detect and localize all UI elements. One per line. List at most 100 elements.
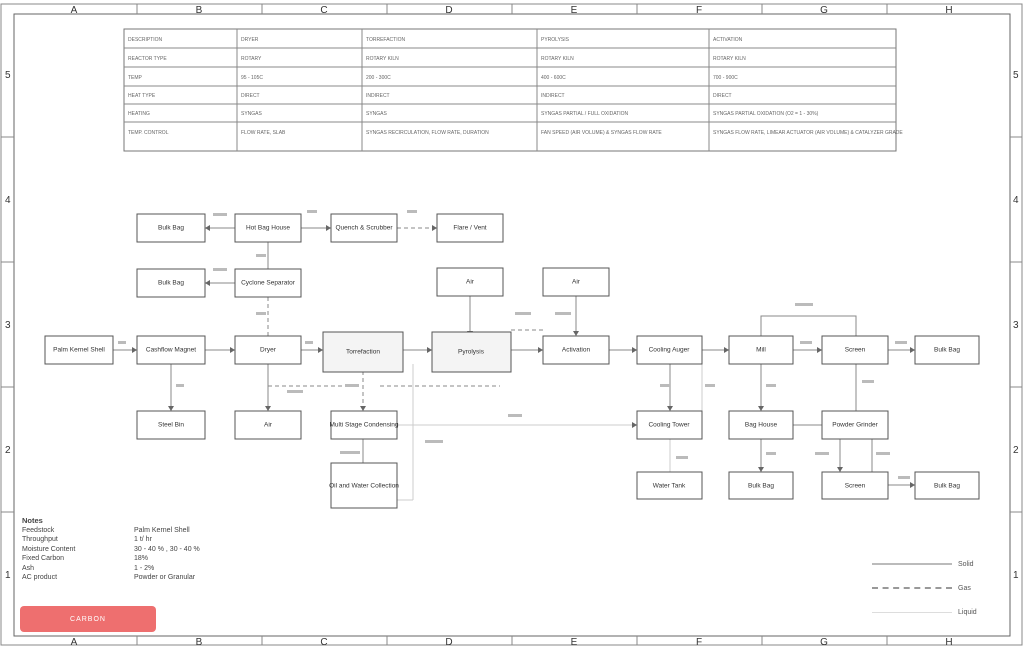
svg-text:Screen: Screen bbox=[845, 347, 866, 354]
table-cell: HEATING bbox=[128, 111, 150, 117]
svg-text:Cooling Tower: Cooling Tower bbox=[648, 422, 690, 429]
col-label-top: F bbox=[696, 5, 702, 16]
svg-text:Torrefaction: Torrefaction bbox=[346, 349, 380, 356]
svg-text:Activation: Activation bbox=[562, 347, 591, 354]
row-label-left: 2 bbox=[5, 445, 11, 456]
col-label-bottom: E bbox=[571, 637, 578, 648]
table-header: ACTIVATION bbox=[713, 37, 743, 43]
table-cell: INDIRECT bbox=[541, 93, 565, 99]
node-bulk-bag: Bulk Bag bbox=[914, 471, 980, 500]
table-cell: FLOW RATE, SLAB bbox=[241, 130, 286, 136]
col-label-top: C bbox=[320, 5, 327, 16]
node-bag-house: Bag House bbox=[728, 410, 794, 440]
node-cyclone-separator: Cyclone Separator bbox=[234, 268, 302, 298]
node-palm-kernel-shell: Palm Kernel Shell bbox=[44, 335, 114, 365]
row-label-left: 4 bbox=[5, 195, 11, 206]
svg-text:Dryer: Dryer bbox=[260, 347, 277, 354]
node-hot-bag-house: Hot Bag House bbox=[234, 213, 302, 243]
svg-text:Palm Kernel Shell: Palm Kernel Shell bbox=[53, 347, 105, 354]
table-cell: SYNGAS RECIRCULATION, FLOW RATE, DURATIO… bbox=[366, 130, 489, 136]
table-cell: INDIRECT bbox=[366, 93, 390, 99]
row-label-right: 5 bbox=[1013, 70, 1019, 81]
table-cell: HEAT TYPE bbox=[128, 93, 156, 99]
node-air: Air bbox=[542, 267, 610, 297]
col-label-top: A bbox=[71, 5, 78, 16]
svg-text:Steel Bin: Steel Bin bbox=[158, 422, 184, 429]
node-bulk-bag: Bulk Bag bbox=[136, 268, 206, 298]
legend-item-gas: Gas bbox=[872, 576, 1002, 600]
svg-text:Bulk Bag: Bulk Bag bbox=[748, 483, 774, 490]
row-label-left: 3 bbox=[5, 320, 11, 331]
col-label-bottom: B bbox=[196, 637, 203, 648]
node-cooling-auger: Cooling Auger bbox=[636, 335, 703, 365]
node-powder-grinder: Powder Grinder bbox=[821, 410, 889, 440]
legend-item-liquid: Liquid bbox=[872, 600, 1002, 624]
svg-text:Bulk Bag: Bulk Bag bbox=[158, 280, 184, 287]
svg-text:Cyclone Separator: Cyclone Separator bbox=[241, 280, 296, 287]
node-quench-scrubber: Quench & Scrubber bbox=[330, 213, 398, 243]
table-cell: DIRECT bbox=[713, 93, 732, 99]
svg-text:Multi Stage Condensing: Multi Stage Condensing bbox=[329, 422, 398, 429]
table-header: DRYER bbox=[241, 37, 259, 43]
svg-text:Flare / Vent: Flare / Vent bbox=[453, 225, 486, 232]
col-label-bottom: D bbox=[445, 637, 452, 648]
svg-text:Quench & Scrubber: Quench & Scrubber bbox=[335, 225, 393, 232]
table-cell: ROTARY KILN bbox=[366, 56, 399, 62]
col-label-bottom: H bbox=[945, 637, 952, 648]
node-air: Air bbox=[234, 410, 302, 440]
row-label-right: 3 bbox=[1013, 320, 1019, 331]
col-label-bottom: C bbox=[320, 637, 327, 648]
arrowheads bbox=[132, 225, 915, 488]
node-screen: Screen bbox=[821, 335, 889, 365]
col-label-bottom: F bbox=[696, 637, 702, 648]
node-multi-stage-condensing: Multi Stage Condensing bbox=[329, 410, 399, 440]
svg-text:Bulk Bag: Bulk Bag bbox=[934, 347, 960, 354]
node-mill: Mill bbox=[728, 335, 794, 365]
svg-text:Cooling Auger: Cooling Auger bbox=[649, 347, 691, 354]
table-header: TORREFACTION bbox=[366, 37, 405, 43]
table-cell: SYNGAS PARTIAL OXIDATION (O2 = 1 - 30%) bbox=[713, 111, 819, 117]
node-bulk-bag: Bulk Bag bbox=[728, 471, 794, 500]
line-legend: Solid Gas Liquid bbox=[872, 552, 1002, 624]
table-cell: SYNGAS FLOW RATE, LIMEAR ACTUATOR (AIR V… bbox=[713, 130, 903, 136]
node-oil-water-collection: Oil and Water Collection bbox=[329, 462, 399, 509]
col-label-top: E bbox=[571, 5, 578, 16]
svg-text:Air: Air bbox=[264, 422, 273, 429]
node-dryer: Dryer bbox=[234, 335, 302, 365]
table-cell: FAN SPEED (AIR VOLUME) & SYNGAS FLOW RAT… bbox=[541, 130, 662, 136]
node-bulk-bag: Bulk Bag bbox=[136, 213, 206, 243]
node-water-tank: Water Tank bbox=[636, 471, 703, 500]
table-cell: TEMP. CONTROL bbox=[128, 130, 169, 136]
table-cell: SYNGAS PARTIAL / FULL OXIDATION bbox=[541, 111, 629, 117]
table-cell: TEMP bbox=[128, 75, 143, 81]
node-pyrolysis: Pyrolysis bbox=[431, 331, 512, 373]
row-label-right: 1 bbox=[1013, 570, 1019, 581]
col-label-top: G bbox=[820, 5, 828, 16]
column-markers: A B C D E F G H A B C D E F G H bbox=[71, 4, 953, 648]
edge-annotation-marks bbox=[118, 210, 910, 479]
svg-text:Bag House: Bag House bbox=[745, 422, 778, 429]
svg-text:Hot Bag House: Hot Bag House bbox=[246, 225, 290, 232]
svg-text:Bulk Bag: Bulk Bag bbox=[158, 225, 184, 232]
node-cooling-tower: Cooling Tower bbox=[636, 410, 703, 440]
company-logo: CARBON bbox=[20, 606, 156, 632]
svg-text:Screen: Screen bbox=[845, 483, 866, 490]
svg-text:Bulk Bag: Bulk Bag bbox=[934, 483, 960, 490]
legend-item-solid: Solid bbox=[872, 552, 1002, 576]
node-air: Air bbox=[436, 267, 504, 297]
table-cell: ROTARY bbox=[241, 56, 262, 62]
svg-text:Water Tank: Water Tank bbox=[653, 483, 686, 490]
table-header: PYROLYSIS bbox=[541, 37, 570, 43]
table-cell: SYNGAS bbox=[241, 111, 263, 117]
row-label-right: 2 bbox=[1013, 445, 1019, 456]
node-torrefaction: Torrefaction bbox=[322, 331, 404, 373]
table-cell: SYNGAS bbox=[366, 111, 388, 117]
svg-text:Oil and Water Collection: Oil and Water Collection bbox=[329, 483, 399, 490]
